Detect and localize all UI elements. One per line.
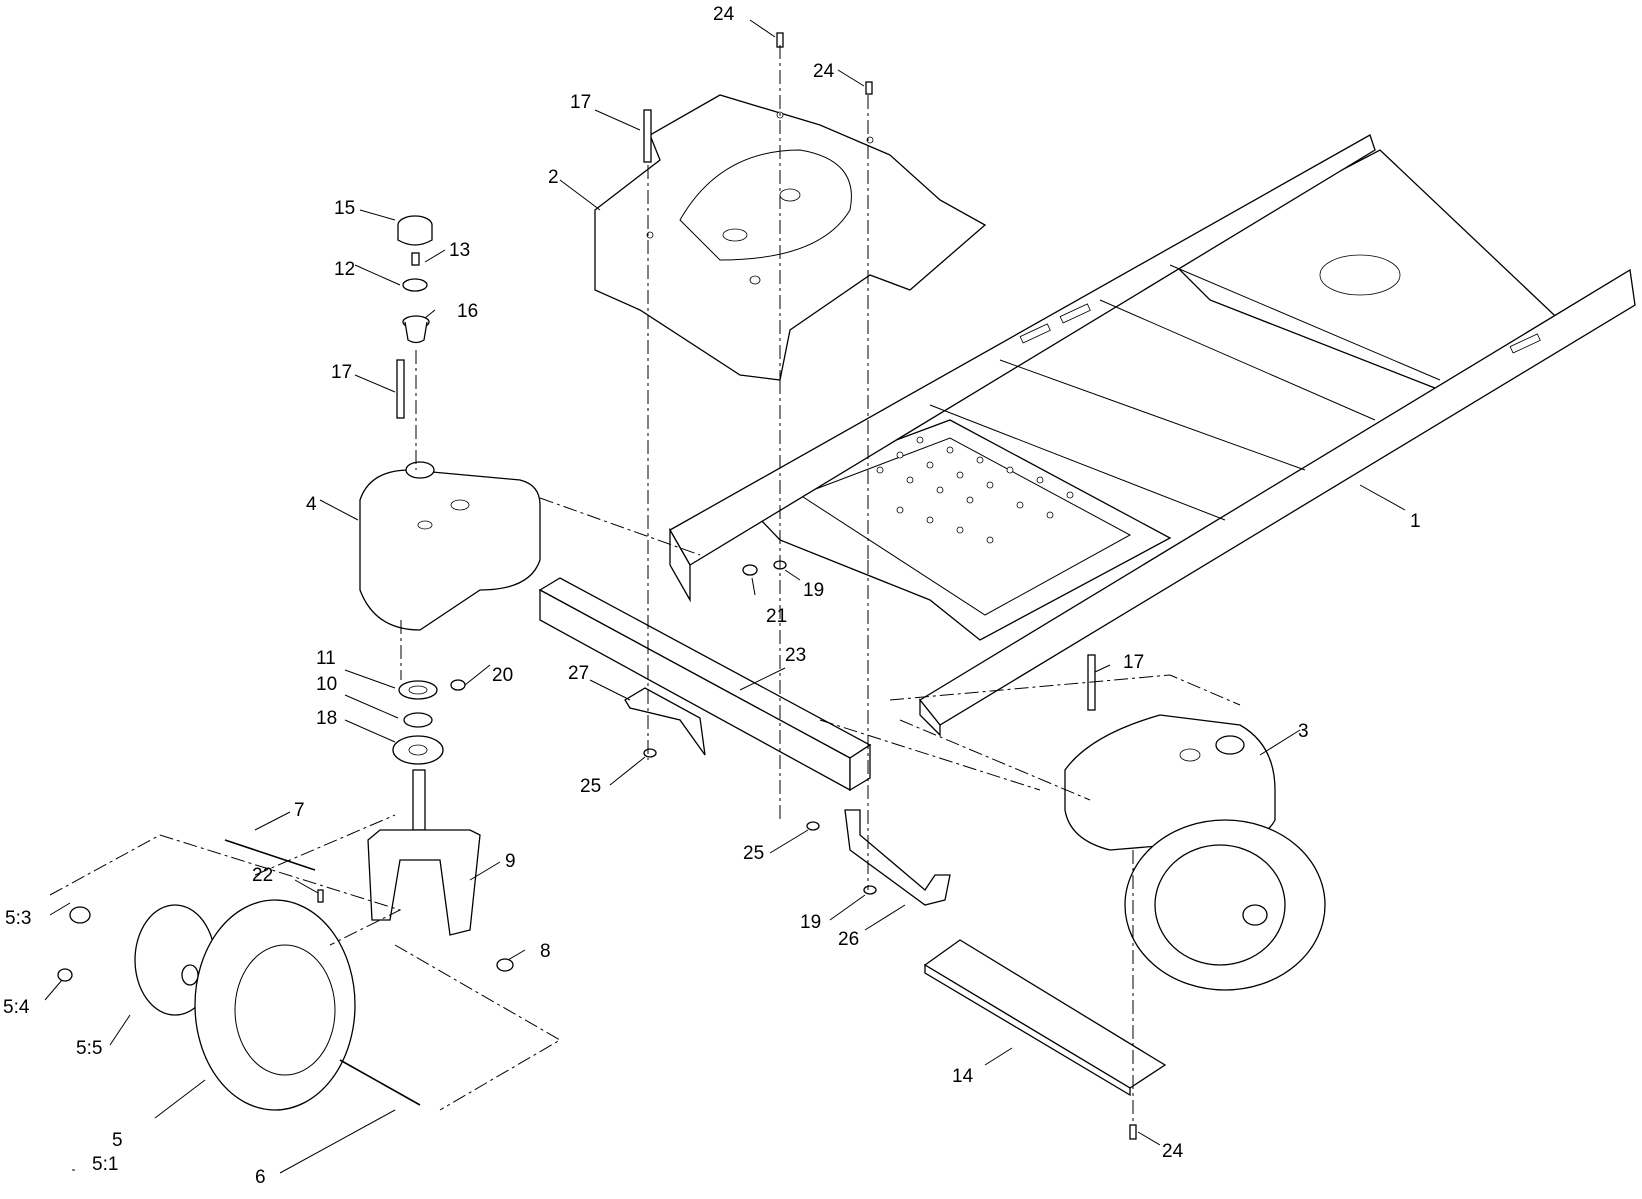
- callout-23: 23: [785, 645, 806, 666]
- callout-24-bottom: 24: [1162, 1141, 1184, 1162]
- right-caster-pod: [1064, 714, 1326, 991]
- foot-plate: [594, 94, 987, 381]
- callout-17-right: 17: [1123, 652, 1144, 673]
- callout-5-1: 5:1: [92, 1154, 118, 1175]
- callout-27: 27: [568, 663, 589, 684]
- callout-22: 22: [252, 865, 273, 886]
- seal-10: [403, 712, 433, 728]
- bearing-11: [398, 680, 438, 700]
- callout-17-left: 17: [331, 362, 352, 383]
- callout-10: 10: [316, 674, 337, 695]
- callout-7: 7: [294, 800, 305, 821]
- gear-18: [392, 735, 444, 765]
- callout-16: 16: [457, 301, 478, 322]
- callout-8: 8: [540, 941, 551, 962]
- bracket-26: [844, 809, 951, 906]
- fasteners: [317, 32, 1137, 1140]
- callout-11: 11: [316, 648, 336, 669]
- callout-25-left: 25: [580, 776, 601, 797]
- callout-19-upper: 19: [803, 580, 824, 601]
- bushing-16: [402, 315, 430, 344]
- callout-5-4: 5:4: [3, 997, 30, 1018]
- callout-26: 26: [838, 929, 859, 950]
- callout-24-upper: 24: [813, 61, 835, 82]
- callout-24-top: 24: [713, 4, 735, 25]
- caster-fork-9: [367, 769, 481, 936]
- bolt-13: [411, 252, 420, 266]
- left-caster-pod: [359, 461, 541, 631]
- callout-25-center: 25: [743, 843, 764, 864]
- assembly-lines: [49, 45, 1241, 1125]
- cross-tube: [538, 577, 872, 792]
- callout-3: 3: [1298, 721, 1309, 742]
- callout-21: 21: [766, 606, 787, 627]
- left-wheel-5: [57, 899, 356, 1111]
- callout-9: 9: [505, 851, 516, 872]
- callout-6: 6: [255, 1167, 266, 1188]
- callout-18: 18: [316, 708, 337, 729]
- callout-5-3: 5:3: [5, 908, 31, 929]
- callout-2: 2: [548, 167, 559, 188]
- callout-1: 1: [1410, 511, 1421, 532]
- bolt-7: [224, 839, 316, 871]
- callout-13: 13: [449, 240, 470, 261]
- bumper-15: [397, 215, 433, 246]
- leader-lines: [44, 19, 1406, 1174]
- callout-12: 12: [334, 259, 355, 280]
- bolt-17-top: [643, 109, 652, 163]
- callout-4: 4: [306, 494, 317, 515]
- callout-17-top: 17: [570, 92, 591, 113]
- callout-15: 15: [334, 198, 355, 219]
- callout-labels: 1 2 3 4 5 5:1 5:3 5:4 5:5 6 7 8 9 10 11 …: [3, 4, 1421, 1188]
- bolt-17-left: [396, 359, 405, 419]
- main-frame: [669, 134, 1636, 737]
- washer-12: [402, 278, 428, 292]
- callout-5: 5: [112, 1130, 123, 1151]
- callout-5-5: 5:5: [76, 1038, 102, 1059]
- bracket-27: [624, 687, 706, 756]
- callout-14: 14: [952, 1066, 974, 1087]
- callout-19-lower: 19: [800, 912, 821, 933]
- callout-20: 20: [492, 665, 513, 686]
- axle-6: [339, 1059, 421, 1106]
